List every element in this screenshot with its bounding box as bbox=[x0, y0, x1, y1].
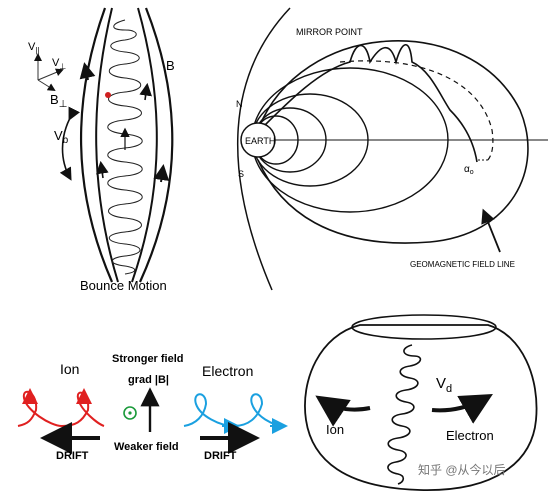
b-field-label: B bbox=[166, 58, 175, 73]
electron-label: Electron bbox=[202, 363, 253, 379]
ion-label: Ion bbox=[60, 361, 79, 377]
torus-ion-label: Ion bbox=[326, 422, 344, 437]
ring-current-panel: Vd Ion Electron bbox=[304, 314, 538, 491]
drift-right-label: DRIFT bbox=[204, 450, 237, 462]
watermark: 知乎 @从今以后 bbox=[418, 462, 506, 477]
particle-trajectory bbox=[261, 43, 478, 163]
v-parallel-label: V|| bbox=[28, 41, 40, 55]
torus-top-opening bbox=[351, 314, 497, 340]
mirror-point-panel: EARTH N S MIRROR POINT αo GEOMAGNETIC FI… bbox=[236, 7, 548, 291]
ion-trajectory bbox=[17, 390, 105, 428]
electron-trajectory bbox=[183, 393, 287, 428]
field-line-outer-right bbox=[138, 7, 174, 283]
b-perp-label: B⊥ bbox=[50, 92, 67, 110]
earth-label: EARTH bbox=[245, 136, 275, 146]
geomagnetic-field-line-label: GEOMAGNETIC FIELD LINE bbox=[410, 260, 515, 269]
charged-particle bbox=[105, 92, 111, 98]
dashed-field-line bbox=[339, 60, 494, 163]
pitch-angle-label: αo bbox=[464, 164, 474, 176]
v-perp-label: V⊥ bbox=[52, 57, 66, 71]
field-line-outer-left bbox=[79, 7, 114, 283]
south-label: S bbox=[238, 169, 244, 179]
field-line-mid-right bbox=[131, 7, 158, 283]
v-bounce-label: Vb bbox=[54, 128, 69, 146]
ion-drift-arrow bbox=[315, 395, 371, 427]
bounce-arrow bbox=[59, 106, 81, 181]
bounce-motion-caption: Bounce Motion bbox=[80, 278, 167, 293]
field-out-of-page-symbol bbox=[123, 406, 137, 420]
north-label: N bbox=[236, 99, 243, 109]
torus-outline bbox=[304, 324, 538, 491]
electron-drift-arrow bbox=[431, 394, 493, 424]
drift-left-label: DRIFT bbox=[56, 450, 89, 462]
torus-electron-label: Electron bbox=[446, 428, 494, 443]
outer-arc bbox=[237, 7, 291, 291]
gradient-label: grad |B| bbox=[128, 374, 169, 386]
gradient-drift-panel: Ion DRIFT Stronger field grad |B| Weaker… bbox=[17, 353, 288, 462]
mirror-point-label: MIRROR POINT bbox=[296, 27, 363, 37]
stronger-field-label: Stronger field bbox=[112, 353, 184, 365]
drift-velocity-label: Vd bbox=[436, 375, 452, 395]
weaker-field-label: Weaker field bbox=[114, 441, 179, 453]
drift-helix bbox=[387, 344, 422, 485]
bounce-motion-panel: V|| V⊥ B⊥ Vb B Bounce Motion bbox=[28, 7, 175, 293]
field-line-mid-left bbox=[95, 7, 119, 283]
